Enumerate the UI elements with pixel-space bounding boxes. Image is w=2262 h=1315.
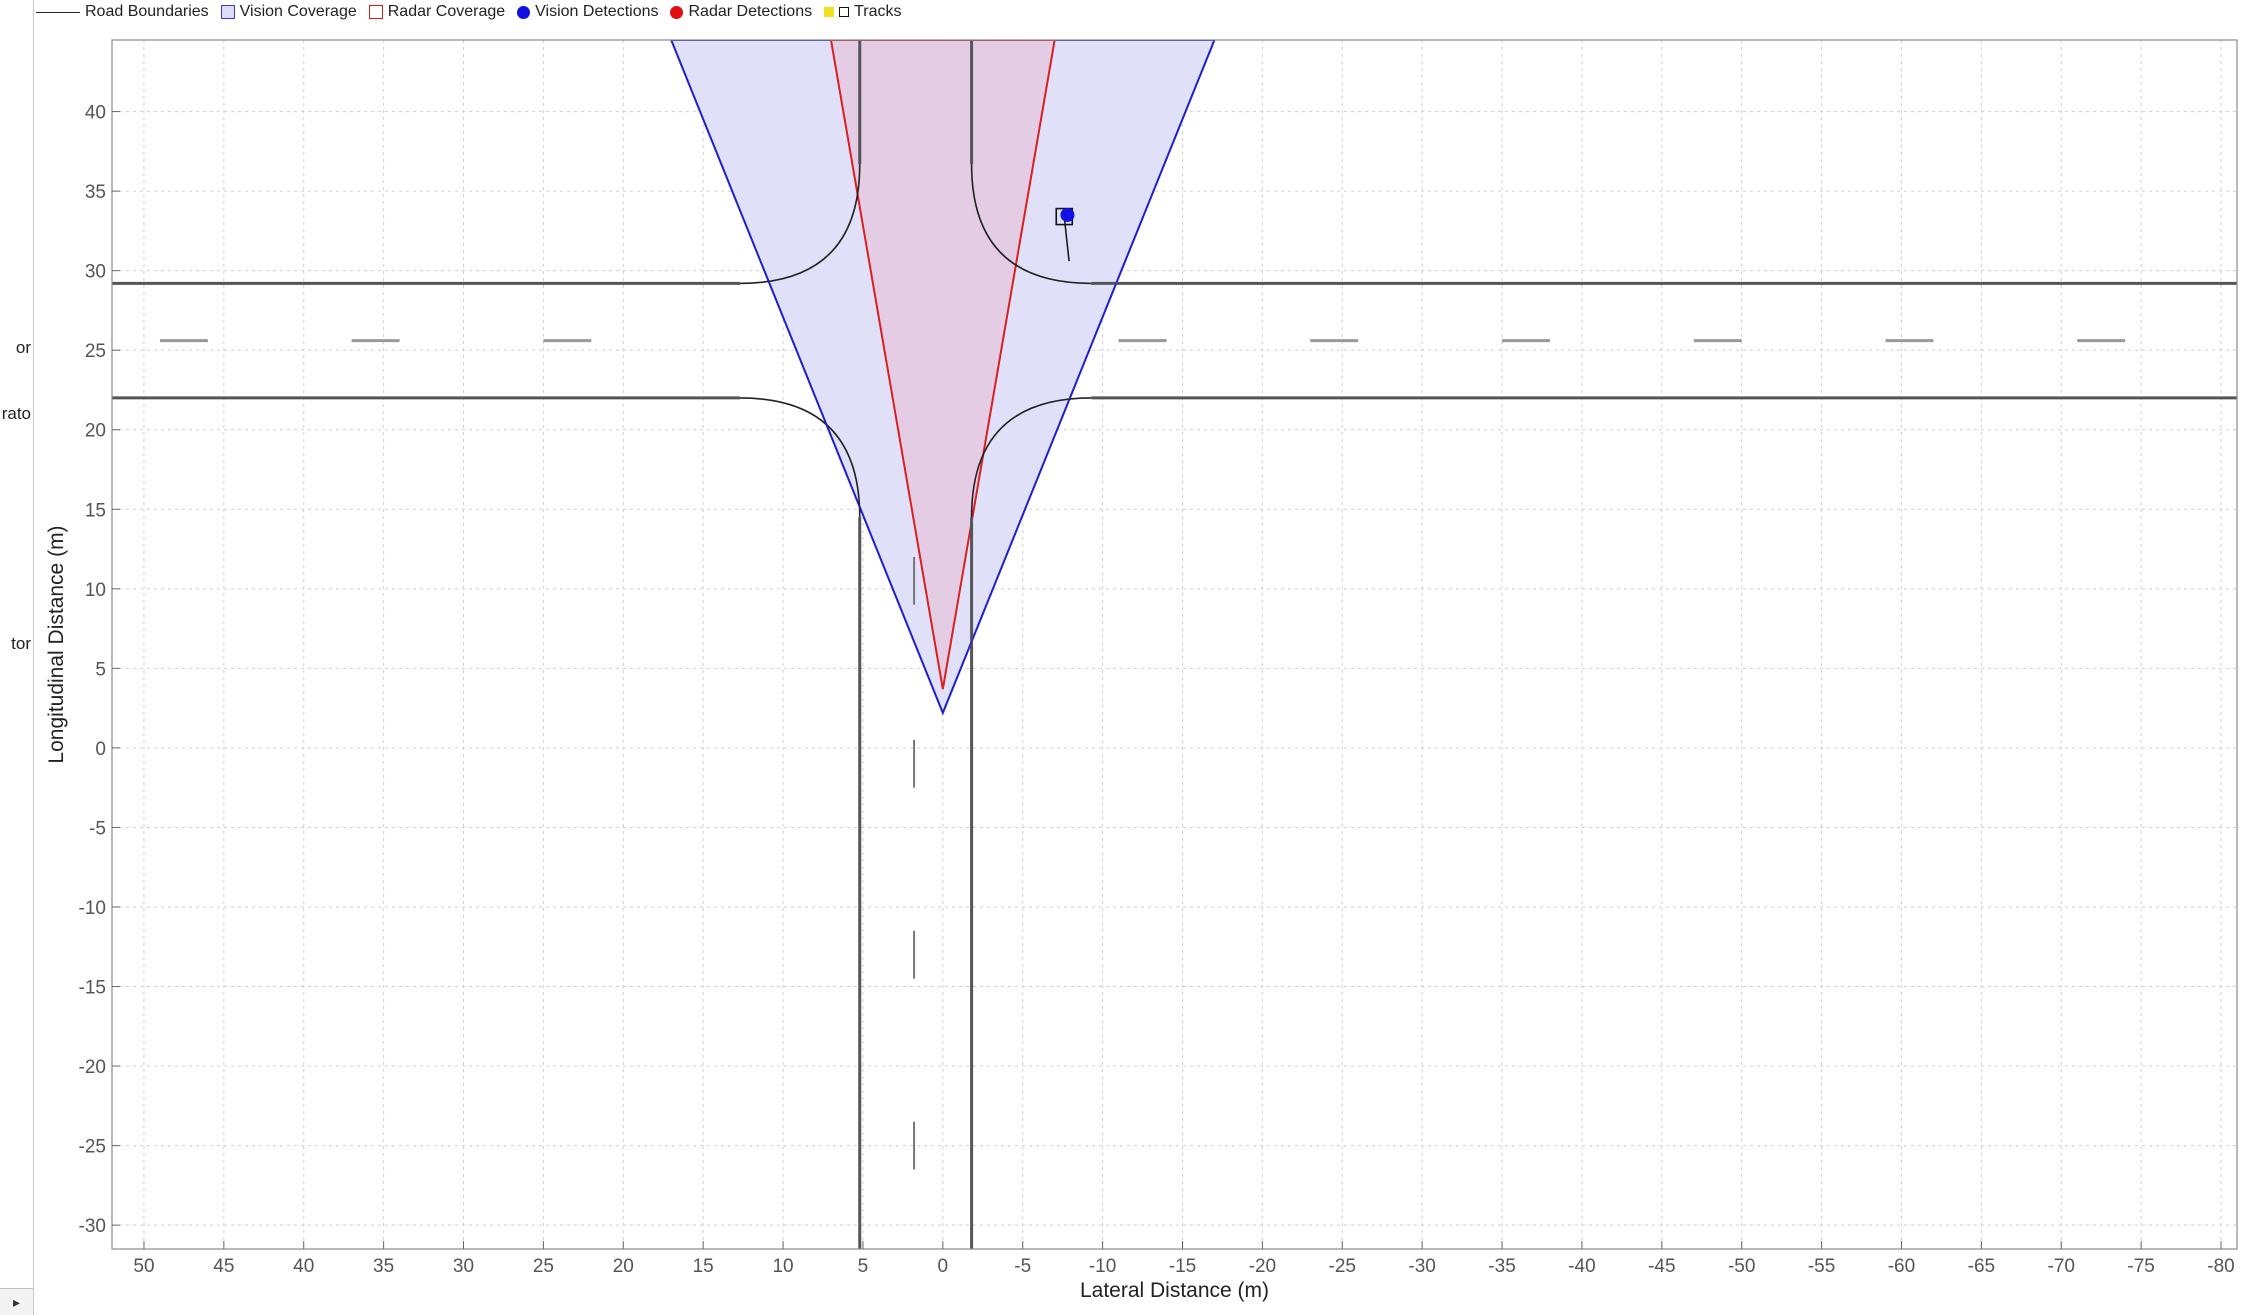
y-tick-label: 0 xyxy=(95,739,106,760)
side-panel: or rato tor ▸ xyxy=(0,0,34,1315)
x-tick-label: -10 xyxy=(1089,1256,1116,1277)
road-boundary-curve xyxy=(970,397,1092,518)
legend-item-vision-coverage[interactable]: Vision Coverage xyxy=(220,3,357,21)
legend-label: Vision Detections xyxy=(535,3,659,20)
y-tick-label: 30 xyxy=(85,262,106,283)
patch-swatch-icon xyxy=(220,5,235,19)
x-tick-label: 50 xyxy=(133,1256,154,1277)
line-swatch-icon xyxy=(36,11,80,13)
y-tick-label: 10 xyxy=(85,580,106,601)
x-tick-label: -80 xyxy=(2207,1256,2234,1277)
x-axis-label: Lateral Distance (m) xyxy=(1080,1279,1269,1302)
dot-marker-icon xyxy=(517,5,531,19)
x-tick-label: -40 xyxy=(1568,1256,1595,1277)
x-tick-label: 25 xyxy=(533,1256,554,1277)
road-boundary-curve xyxy=(970,164,1092,285)
grid-lines xyxy=(112,40,2237,1249)
vision-detection xyxy=(1060,207,1075,222)
x-tick-label: -5 xyxy=(1014,1256,1031,1277)
x-tick-label: 15 xyxy=(693,1256,714,1277)
axes-box xyxy=(111,39,2238,1250)
vision-coverage-edge xyxy=(670,40,1216,715)
legend-label: Radar Coverage xyxy=(387,3,506,20)
patch-swatch-icon xyxy=(368,5,383,19)
legend-item-vision-detections[interactable]: Vision Detections xyxy=(517,3,658,21)
chart-legend: Road Boundaries Vision Coverage Radar Co… xyxy=(36,0,914,24)
x-tick-label: -60 xyxy=(1888,1256,1915,1277)
x-tick-label: 20 xyxy=(613,1256,634,1277)
y-tick-label: -25 xyxy=(79,1137,106,1158)
x-tick-label: -35 xyxy=(1488,1256,1515,1277)
x-tick-label: -50 xyxy=(1728,1256,1755,1277)
legend-label: Tracks xyxy=(854,3,902,20)
x-tick-label: 0 xyxy=(938,1256,949,1277)
legend-label: Radar Detections xyxy=(688,3,813,20)
y-tick-label: -15 xyxy=(79,978,106,999)
side-label: tor xyxy=(11,634,31,653)
x-tick-label: -55 xyxy=(1808,1256,1835,1277)
y-tick-label: -5 xyxy=(89,818,106,839)
y-tick-label: -10 xyxy=(79,898,106,919)
y-tick-label: -20 xyxy=(79,1057,106,1078)
legend-label: Road Boundaries xyxy=(85,3,209,20)
y-tick-label: -30 xyxy=(79,1216,106,1237)
y-tick-label: 15 xyxy=(85,500,106,521)
legend-item-radar-detections[interactable]: Radar Detections xyxy=(670,3,812,21)
x-tick-label: 45 xyxy=(213,1256,234,1277)
dot-marker-icon xyxy=(670,5,684,19)
side-label: rato xyxy=(1,404,31,423)
legend-item-tracks[interactable]: Tracks xyxy=(824,3,902,21)
y-axis-label: Longitudinal Distance (m) xyxy=(45,525,68,763)
chevron-right-icon: ▸ xyxy=(12,1293,21,1310)
side-label: or xyxy=(15,338,31,357)
x-tick-label: 40 xyxy=(293,1256,314,1277)
legend-item-radar-coverage[interactable]: Radar Coverage xyxy=(368,3,506,21)
road-boundary-curve xyxy=(739,164,861,285)
legend-label: Vision Coverage xyxy=(239,3,357,20)
legend-item-road[interactable]: Road Boundaries xyxy=(36,3,209,21)
x-tick-label: 10 xyxy=(772,1256,793,1277)
plot-content xyxy=(112,40,2237,1249)
road-boundary-curve xyxy=(739,397,861,518)
x-tick-label: -65 xyxy=(1968,1256,1995,1277)
y-tick-label: 35 xyxy=(85,182,106,203)
radar-coverage-area xyxy=(829,40,1056,690)
x-tick-label: -75 xyxy=(2127,1256,2154,1277)
x-tick-label: -45 xyxy=(1648,1256,1675,1277)
y-tick-label: 20 xyxy=(85,421,106,442)
x-tick-label: -70 xyxy=(2048,1256,2075,1277)
square-outline-icon xyxy=(839,7,850,17)
expand-panel-button[interactable]: ▸ xyxy=(0,1288,33,1315)
y-tick-label: 25 xyxy=(85,341,106,362)
x-tick-label: -30 xyxy=(1408,1256,1435,1277)
plot-area xyxy=(112,40,2237,1249)
x-tick-label: -15 xyxy=(1169,1256,1196,1277)
square-marker-icon xyxy=(824,7,835,17)
x-tick-label: 5 xyxy=(858,1256,869,1277)
x-tick-label: 35 xyxy=(373,1256,394,1277)
y-tick-label: 40 xyxy=(85,103,106,124)
x-tick-label: -20 xyxy=(1249,1256,1276,1277)
y-tick-label: 5 xyxy=(95,659,106,680)
x-tick-label: 30 xyxy=(453,1256,474,1277)
x-tick-label: -25 xyxy=(1329,1256,1356,1277)
